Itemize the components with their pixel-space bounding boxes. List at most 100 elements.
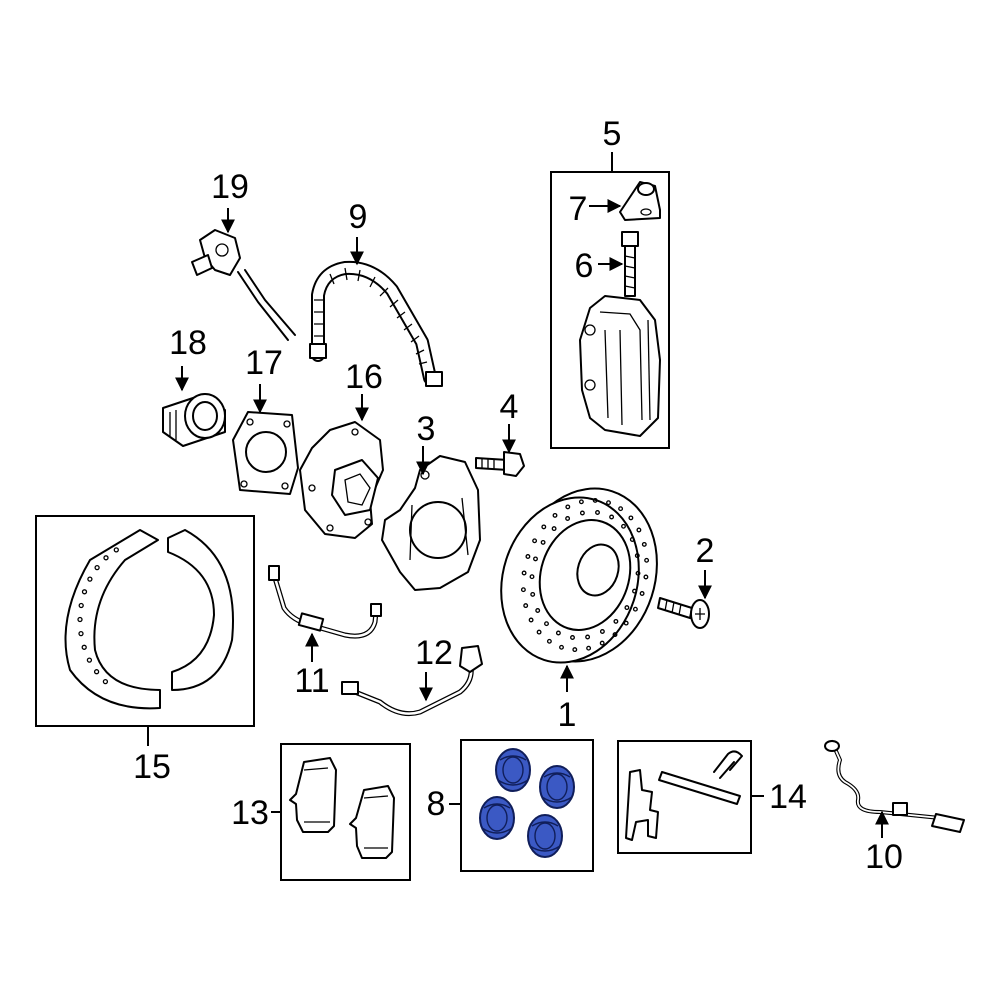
callout-2: 2 xyxy=(696,532,715,570)
shoe-rivet xyxy=(77,616,83,623)
rotor-hole xyxy=(579,510,585,516)
rotor-hole xyxy=(609,514,615,520)
seal-ring-1[interactable] xyxy=(495,748,531,792)
part-7-bracket[interactable] xyxy=(619,181,661,221)
seal-ring-4[interactable] xyxy=(527,814,563,858)
shoe-rivet xyxy=(81,644,87,650)
shoe-rivet xyxy=(113,547,119,553)
callout-19: 19 xyxy=(211,168,249,206)
rotor-hole xyxy=(540,539,546,545)
part-13-brake-pad-right[interactable] xyxy=(349,785,395,859)
callout-9: 9 xyxy=(349,198,368,236)
part-17-plate[interactable] xyxy=(232,411,299,495)
rotor-hole xyxy=(586,645,592,651)
callout-3: 3 xyxy=(417,410,436,448)
part-4-bolt[interactable] xyxy=(475,451,525,477)
part-8-seal-kit[interactable] xyxy=(479,748,575,858)
part-15-brake-shoes[interactable] xyxy=(64,529,234,710)
rotor-hole xyxy=(565,504,571,510)
rotor-hole xyxy=(565,516,571,521)
part-19-abs-sensor[interactable] xyxy=(191,229,296,341)
callout-7: 7 xyxy=(569,190,588,228)
leader-lines xyxy=(147,152,889,838)
part-5-group-box xyxy=(550,171,670,449)
rotor-hole xyxy=(612,632,618,638)
shoe-rivet xyxy=(81,589,88,595)
rotor-hole xyxy=(624,605,630,611)
rotor-hole xyxy=(636,527,642,533)
callout-11: 11 xyxy=(294,662,329,700)
callout-5: 5 xyxy=(603,115,622,153)
rotor-hole xyxy=(644,557,650,563)
part-2-screw[interactable] xyxy=(657,597,710,629)
rotor-hole xyxy=(544,621,549,627)
shoe-rivet xyxy=(102,678,109,685)
callout-13: 13 xyxy=(231,794,269,832)
seal-ring-2[interactable] xyxy=(539,765,575,809)
rotor-hole xyxy=(520,587,526,593)
shoe-rivet xyxy=(94,564,100,571)
rotor-hole xyxy=(621,523,626,529)
rotor-hole xyxy=(634,553,640,559)
part-18-wheel-bearing[interactable] xyxy=(162,393,226,447)
rotor-hole xyxy=(559,644,564,650)
part-13-brake-pad-left[interactable] xyxy=(289,757,337,833)
rotor-hole xyxy=(572,647,578,653)
part-3-dust-shield[interactable] xyxy=(381,455,481,591)
part-12-brake-line[interactable] xyxy=(341,645,483,717)
callout-12: 12 xyxy=(415,634,453,672)
rotor-hole xyxy=(592,497,598,503)
part-1-brake-rotor[interactable] xyxy=(480,470,678,681)
rotor-hole xyxy=(629,537,635,542)
shoe-rivet xyxy=(103,555,109,561)
shoe-rivet xyxy=(86,657,93,663)
rotor-hole xyxy=(530,591,536,597)
shoe-rivet xyxy=(78,630,84,637)
rotor-hole xyxy=(628,515,634,521)
rotor-hole xyxy=(632,588,637,594)
callout-18: 18 xyxy=(169,324,207,362)
shoe-rivet xyxy=(78,602,84,609)
callout-10: 10 xyxy=(865,838,903,876)
seal-ring-3[interactable] xyxy=(479,796,515,840)
part-14-hardware-kit[interactable] xyxy=(625,750,743,841)
rotor-hole xyxy=(535,608,541,613)
callout-4: 4 xyxy=(500,388,519,426)
rotor-hole xyxy=(533,556,538,562)
rotor-hole xyxy=(632,606,638,612)
rotor-hole xyxy=(641,541,647,547)
rotor-hole xyxy=(536,629,542,635)
rotor-hole xyxy=(529,574,535,580)
rotor-hole xyxy=(623,620,629,626)
rotor-hole xyxy=(599,640,605,646)
rotor-hole xyxy=(552,512,558,518)
callout-16: 16 xyxy=(345,358,383,396)
rotor-hole xyxy=(599,629,605,634)
callout-labels: 19 9 18 17 16 3 4 5 7 6 2 1 11 12 15 13 … xyxy=(133,115,903,876)
rotor-hole xyxy=(541,524,547,530)
part-16-wheel-hub[interactable] xyxy=(299,421,384,539)
shoe-rivet xyxy=(93,669,100,675)
callout-14: 14 xyxy=(769,778,807,816)
rotor-hole xyxy=(528,617,534,623)
callout-1: 1 xyxy=(558,696,577,734)
callout-6: 6 xyxy=(575,247,594,285)
rotor-hole xyxy=(618,506,624,512)
rotor-hole xyxy=(523,603,529,609)
part-11-brake-line[interactable] xyxy=(268,565,382,639)
rotor-hole xyxy=(555,630,561,636)
rotor-hole xyxy=(613,618,619,624)
rotor-hole xyxy=(532,538,538,544)
callout-17: 17 xyxy=(245,344,283,382)
rotor-hole xyxy=(525,554,531,559)
part-6-caliper-bolt[interactable] xyxy=(621,231,639,297)
part-10-wear-sensor[interactable] xyxy=(824,740,965,833)
rotor-hole xyxy=(639,591,645,596)
rotor-hole xyxy=(595,510,600,515)
rotor-hole xyxy=(546,638,552,644)
part-9-brake-hose[interactable] xyxy=(309,260,443,387)
rotor-hole xyxy=(585,634,591,640)
rotor-hole xyxy=(551,526,557,532)
part-5-brake-caliper[interactable] xyxy=(579,295,661,437)
